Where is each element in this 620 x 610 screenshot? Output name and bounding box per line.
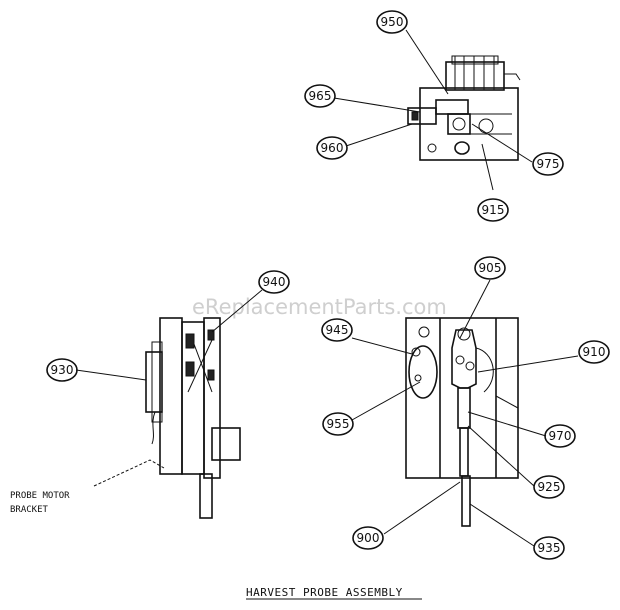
- leader-lines: [75, 29, 579, 547]
- callout-935-label: 935: [538, 541, 561, 555]
- callout-960-label: 960: [321, 141, 344, 155]
- callout-915-label: 915: [482, 203, 505, 217]
- side-view-assembly: [145, 317, 241, 519]
- callout-975-label: 975: [537, 157, 560, 171]
- callout-950: 950: [376, 10, 408, 34]
- callout-945-label: 945: [326, 323, 349, 337]
- callout-900: 900: [352, 526, 384, 550]
- callout-970-label: 970: [549, 429, 572, 443]
- callout-970: 970: [544, 424, 576, 448]
- callout-905-label: 905: [479, 261, 502, 275]
- callout-915: 915: [477, 198, 509, 222]
- callout-940: 940: [258, 270, 290, 294]
- top-view-assembly: [407, 55, 521, 161]
- diagram-title: HARVEST PROBE ASSEMBLY: [246, 586, 403, 599]
- callout-950-label: 950: [381, 15, 404, 29]
- callout-955-label: 955: [327, 417, 350, 431]
- callout-910-label: 910: [583, 345, 606, 359]
- callout-940-label: 940: [263, 275, 286, 289]
- callout-965: 965: [304, 84, 336, 108]
- callout-910: 910: [578, 340, 610, 364]
- probe-motor-note-line1: PROBE MOTOR: [10, 491, 70, 501]
- callout-900-label: 900: [357, 531, 380, 545]
- callout-925: 925: [533, 475, 565, 499]
- callout-930: 930: [46, 358, 78, 382]
- front-view-assembly: [405, 317, 519, 527]
- callout-905: 905: [474, 256, 506, 280]
- callout-955: 955: [322, 412, 354, 436]
- callout-945: 945: [321, 318, 353, 342]
- callout-930-label: 930: [51, 363, 74, 377]
- callout-975: 975: [532, 152, 564, 176]
- callout-965-label: 965: [309, 89, 332, 103]
- probe-motor-note-line2: BRACKET: [10, 505, 49, 515]
- callout-935: 935: [533, 536, 565, 560]
- callout-925-label: 925: [538, 480, 561, 494]
- watermark: eReplacementParts.com: [192, 295, 447, 319]
- callout-960: 960: [316, 136, 348, 160]
